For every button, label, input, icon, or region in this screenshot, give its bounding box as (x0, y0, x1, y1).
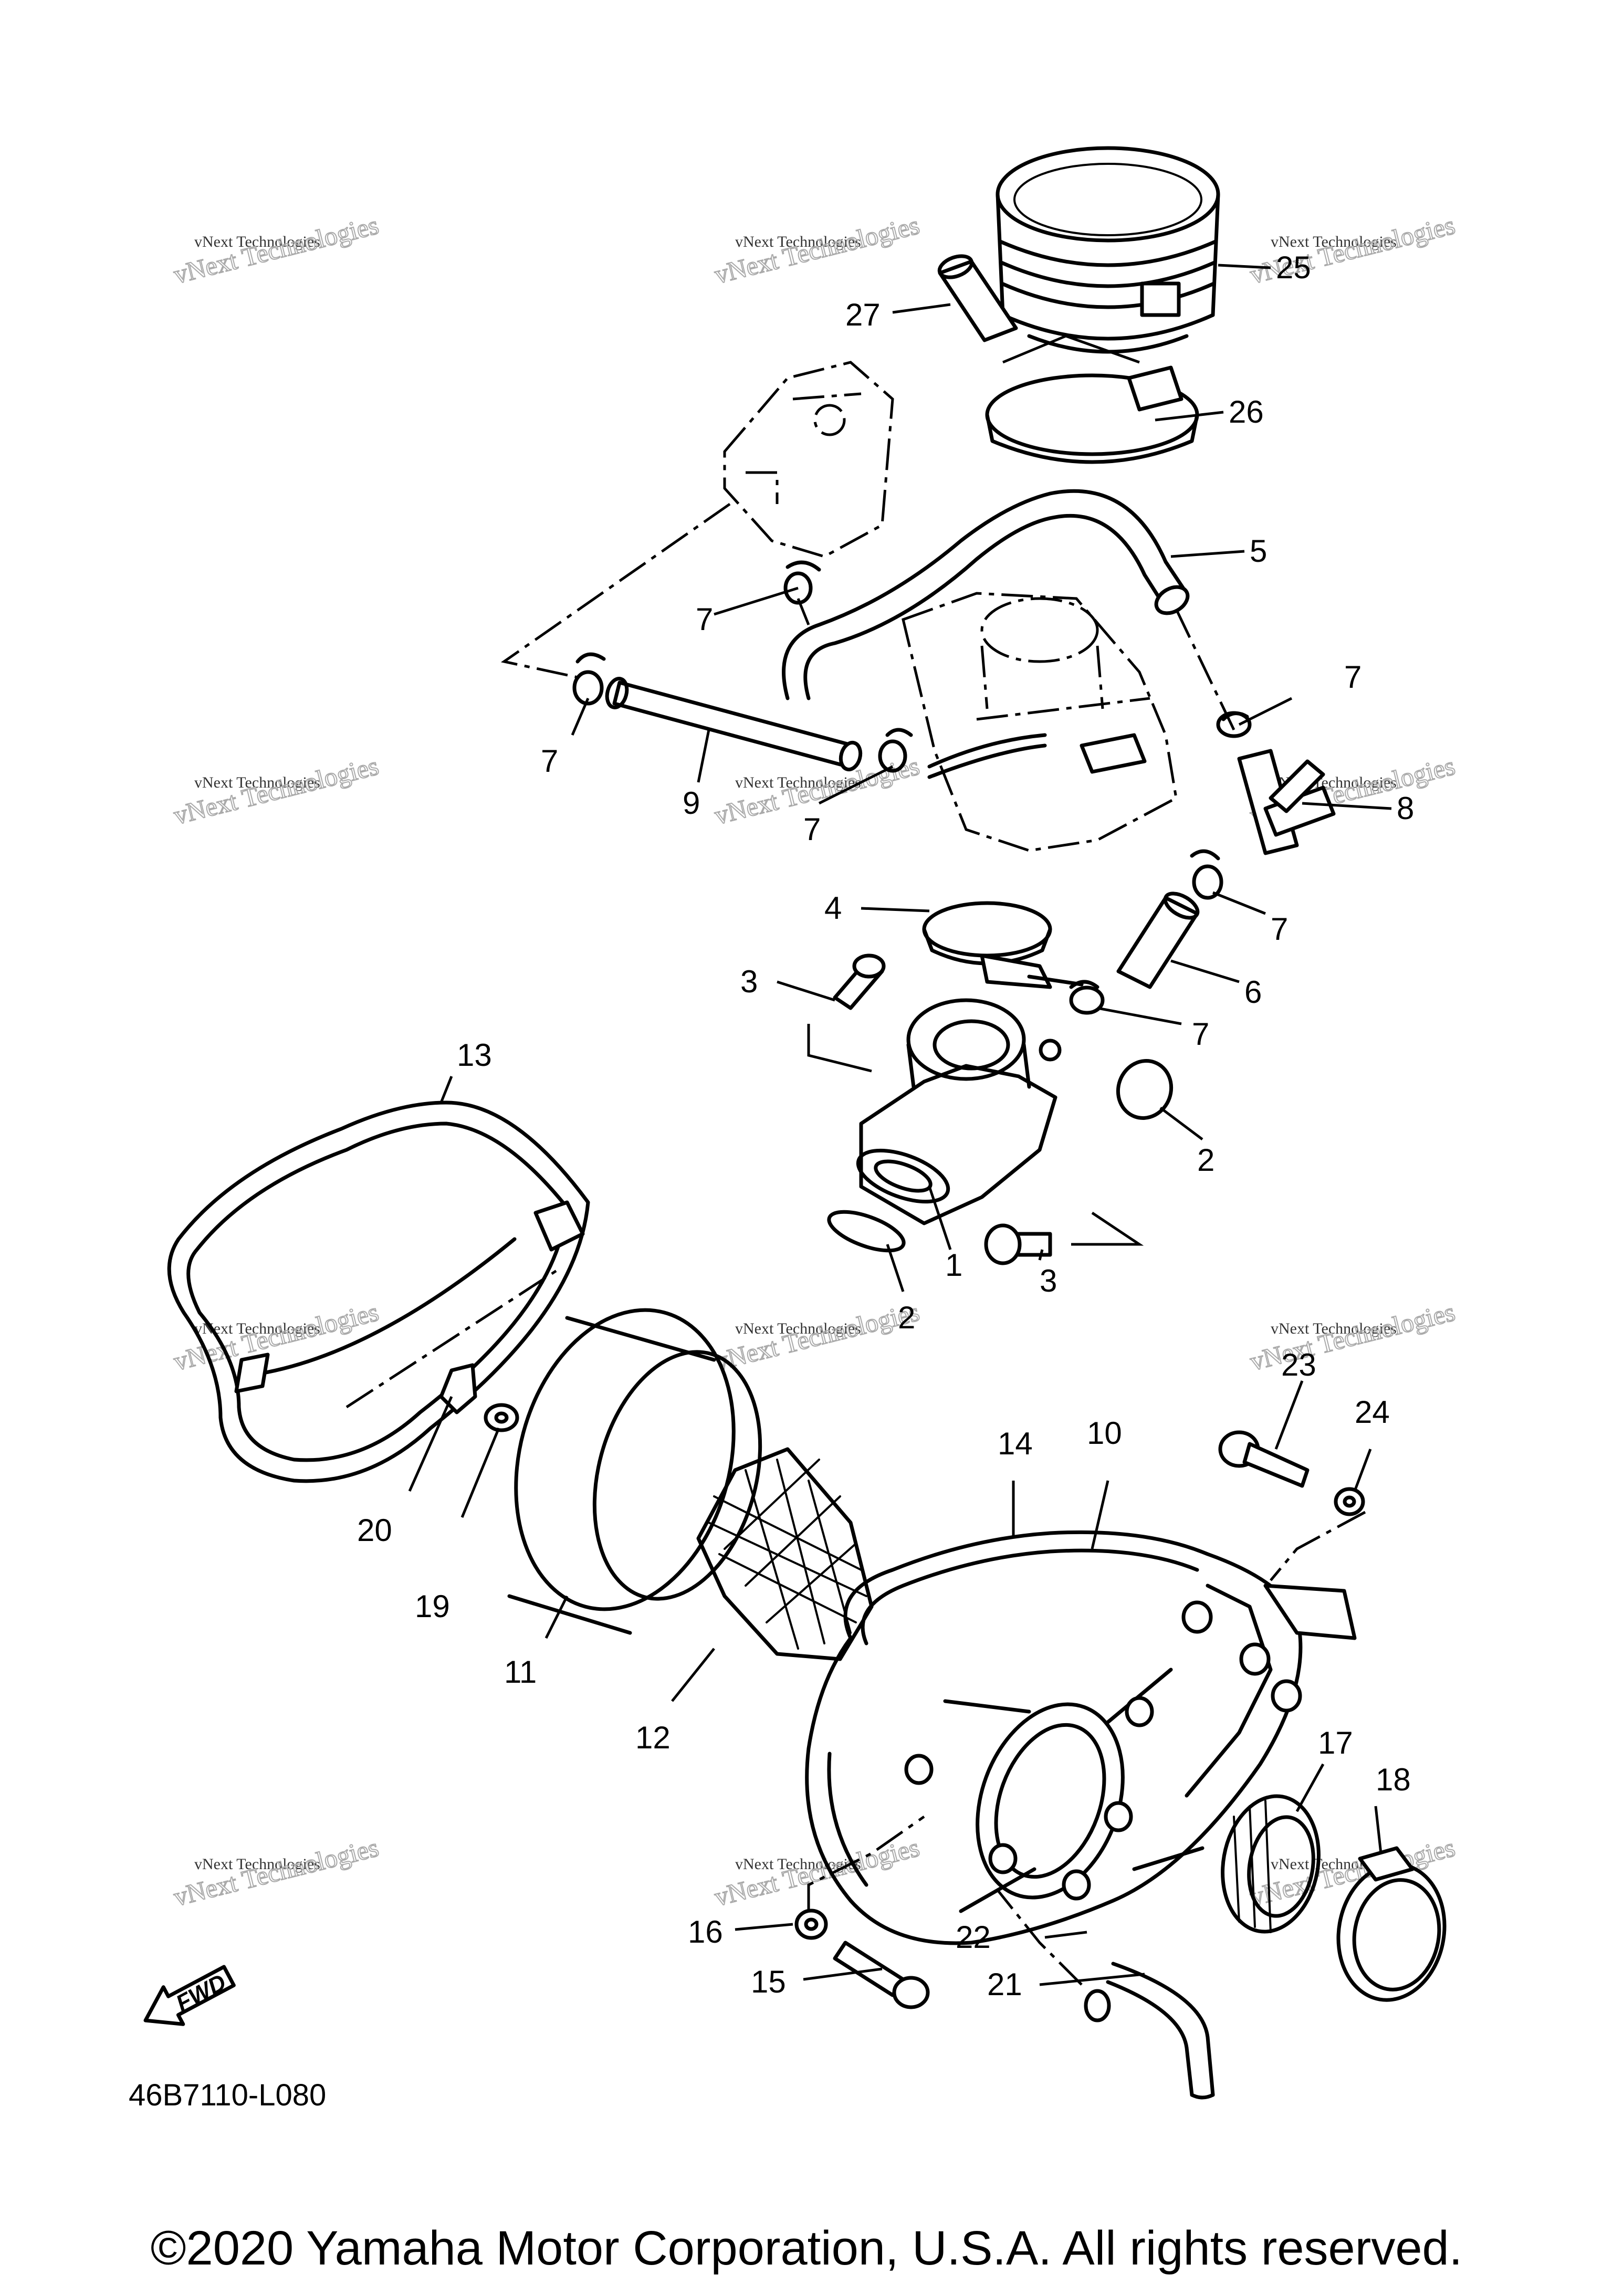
watermark: vNext Technologies vNext Technologies (711, 1296, 923, 1377)
callout-20: 20 (357, 1513, 392, 1548)
svg-text:vNext Technologies: vNext Technologies (1271, 233, 1397, 250)
part-2-o-rings (827, 1059, 1174, 1253)
guide-line-24 (1270, 1511, 1366, 1581)
callout-18: 18 (1376, 1762, 1411, 1797)
callout-4: 4 (824, 890, 842, 926)
watermark: vNext Technologies vNext Technologies (170, 209, 382, 290)
callout-3a: 3 (740, 964, 758, 999)
part-11-filter-element (507, 1308, 762, 1635)
part-26-clamp-band (985, 334, 1199, 464)
breather-cover (723, 361, 894, 558)
part-4-clamp (922, 901, 1084, 989)
watermark: vNext Technologies vNext Technologies (170, 750, 382, 831)
callout-19: 19 (415, 1589, 450, 1624)
callout-9: 9 (683, 785, 700, 821)
part-3-bolts (807, 953, 1144, 1265)
part-18-band-clamp (1336, 1846, 1447, 2002)
callout-7c: 7 (541, 743, 558, 779)
svg-text:vNext Technologies: vNext Technologies (735, 774, 861, 791)
part-23-bolt (1218, 1430, 1310, 1488)
callout-12: 12 (635, 1720, 671, 1755)
callout-7a: 7 (696, 602, 713, 637)
callout-2b: 2 (898, 1300, 915, 1335)
part-8-t-joint (1237, 749, 1336, 855)
watermark: vNext Technologies vNext Technologies (170, 1296, 382, 1377)
callout-15: 15 (751, 1964, 786, 1999)
part-24-washer (1334, 1487, 1365, 1516)
guide-line-5 (1175, 608, 1235, 731)
callout-5: 5 (1250, 533, 1267, 569)
callout-10: 10 (1087, 1416, 1122, 1451)
callout-13: 13 (457, 1037, 492, 1073)
callout-7e: 7 (1271, 911, 1288, 947)
part-27-short-tube (937, 254, 1018, 342)
part-20-bracket (439, 1363, 477, 1414)
guide-line-16 (807, 1815, 925, 1911)
svg-text:vNext Technologies: vNext Technologies (194, 774, 320, 791)
callout-1: 1 (945, 1247, 962, 1283)
part-15-bolt (833, 1941, 930, 2009)
copyright-notice: ©2020 Yamaha Motor Corporation, U.S.A. A… (150, 2221, 1463, 2275)
svg-text:vNext Technologies: vNext Technologies (194, 233, 320, 250)
guide-line-cover (345, 1269, 558, 1409)
callout-2a: 2 (1197, 1142, 1214, 1178)
part-19-washer (484, 1403, 519, 1432)
guide-line-clip (797, 598, 810, 625)
callout-24: 24 (1355, 1395, 1390, 1430)
svg-text:vNext Technologies: vNext Technologies (735, 233, 861, 250)
callout-7b: 7 (1344, 659, 1361, 695)
callout-23: 23 (1281, 1347, 1316, 1382)
watermark: vNext Technologies vNext Technologies (711, 209, 923, 290)
carburetor-body (902, 592, 1178, 852)
callout-14: 14 (998, 1426, 1033, 1461)
callout-6: 6 (1244, 974, 1262, 1010)
part-16-washer (794, 1909, 828, 1940)
watermark: vNext Technologies vNext Technologies (1247, 1296, 1458, 1377)
part-17-joint (1221, 1794, 1321, 1934)
callout-22: 22 (956, 1920, 991, 1955)
part-12-mesh-filter (696, 1447, 874, 1661)
callout-11: 11 (504, 1654, 537, 1690)
callout-7f: 7 (1192, 1016, 1209, 1052)
callout-8: 8 (1397, 791, 1414, 826)
diagram-code: 46B7110-L080 (129, 2078, 326, 2112)
callout-25: 25 (1276, 250, 1311, 285)
callout-21: 21 (987, 1967, 1022, 2002)
hose-clips (572, 560, 1252, 2022)
part-5-hose (782, 489, 1190, 700)
part-25-intake-funnel (996, 146, 1220, 354)
fwd-label: FWD (172, 1969, 230, 2017)
svg-text:vNext Technologies: vNext Technologies (194, 1855, 320, 1873)
part-1-intake-manifold (856, 998, 1062, 1225)
part-13-air-cleaner-cover (167, 1100, 590, 1483)
svg-text:vNext Technologies: vNext Technologies (735, 1320, 861, 1337)
watermark: vNext Technologies vNext Technologies (1247, 1832, 1458, 1912)
callout-16: 16 (688, 1914, 723, 1949)
fwd-arrow-icon: FWD (143, 1965, 236, 2026)
callout-27: 27 (845, 297, 881, 332)
callout-17: 17 (1318, 1725, 1353, 1760)
svg-text:vNext Technologies: vNext Technologies (1271, 1320, 1397, 1337)
callout-26: 26 (1229, 394, 1264, 429)
guide-line-22 (997, 1889, 1083, 1986)
part-6-tube (1116, 892, 1200, 989)
guide-line-breather (500, 502, 731, 679)
callout-7d: 7 (803, 812, 821, 847)
part-21-drain-hose (1106, 1962, 1215, 2100)
callout-3b: 3 (1040, 1263, 1057, 1298)
leader-lines (408, 264, 1392, 1986)
part-9-hose (605, 677, 863, 772)
watermark: vNext Technologies vNext Technologies (170, 1832, 382, 1912)
